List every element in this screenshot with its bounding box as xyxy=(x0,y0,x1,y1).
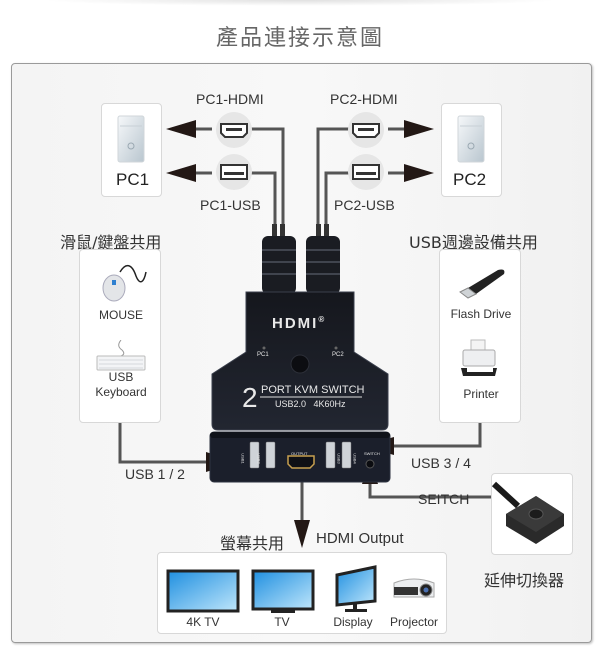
hdmi-port-icon xyxy=(352,123,380,138)
page-title: 產品連接示意圖 xyxy=(215,26,384,51)
port-label-switch: SWITCH xyxy=(364,451,380,456)
usb-port-icon xyxy=(220,164,248,180)
arrow-icon xyxy=(166,164,196,182)
output-device-card: 4K TV TV Display Projector xyxy=(157,552,447,634)
device-label-tv: TV xyxy=(274,615,290,629)
usb-port-bubble xyxy=(216,154,252,190)
led-pc2-label: PC2 xyxy=(332,352,344,358)
right-group-heading: USB週邊設備共用 xyxy=(409,233,538,252)
pc2-card: PC2 xyxy=(441,103,502,197)
port-label-usb1: USB1 xyxy=(240,453,246,464)
right-device-card: Flash Drive Printer xyxy=(439,249,521,423)
left-device-card: MOUSE USB Keyboard xyxy=(79,249,161,423)
device-label-projector: Projector xyxy=(389,615,439,629)
wire-pc2-hdmi xyxy=(316,127,352,232)
pc1-usb-label: PC1-USB xyxy=(200,197,261,213)
pc2-usb-label: PC2-USB xyxy=(334,197,395,213)
remote-switch-icon xyxy=(491,481,564,544)
tv-icon xyxy=(251,569,315,613)
printer-label: Printer xyxy=(463,387,499,401)
wire-pc1-usb xyxy=(248,171,277,232)
wire-switch xyxy=(368,480,495,499)
pc2-label: PC2 xyxy=(453,170,487,189)
switch-jack xyxy=(365,459,375,469)
arrow-icon xyxy=(404,120,434,138)
usb-port-bubble xyxy=(348,154,384,190)
port-label-usb4: USB4 xyxy=(352,453,358,464)
pc-tower-icon xyxy=(117,115,145,163)
switch-model: PORT KVM SWITCH xyxy=(261,384,365,396)
left-group-heading: 滑鼠/鍵盤共用 xyxy=(60,233,162,252)
arrow-icon xyxy=(166,120,196,138)
flash-drive-label: Flash Drive xyxy=(450,307,512,321)
usb-port-3 xyxy=(325,441,336,469)
wire-usb34 xyxy=(390,422,482,448)
printer-icon xyxy=(461,339,497,376)
wire-usb12 xyxy=(118,422,210,464)
keyboard-label-line1: USB xyxy=(108,370,134,384)
hdmi-logo: HDMI® xyxy=(272,315,326,332)
wire-pc1-hdmi xyxy=(248,127,285,232)
output-heading: HDMI Output xyxy=(316,530,404,547)
switch-big-number: 2 xyxy=(242,382,258,413)
arrow-icon xyxy=(404,164,434,182)
registered-mark: ® xyxy=(318,315,327,324)
pc1-hdmi-label: PC1-HDMI xyxy=(196,91,264,107)
hdmi-logo-text: HDMI xyxy=(272,315,319,332)
keyboard-icon xyxy=(96,340,146,371)
remote-caption: 延伸切換器 xyxy=(484,571,565,590)
led-pc1-label: PC1 xyxy=(257,352,269,358)
pc2-hdmi-label: PC2-HDMI xyxy=(330,91,398,107)
hdmi-output-port xyxy=(287,455,315,469)
port-label-usb3: USB3 xyxy=(336,453,342,464)
port-label-output: OUTPUT xyxy=(291,451,308,456)
pc1-label: PC1 xyxy=(116,170,150,189)
hdmi-port-icon xyxy=(220,123,248,138)
flash-drive-icon xyxy=(459,269,505,299)
kvm-switch-body xyxy=(209,224,391,483)
usb-port-2 xyxy=(265,441,276,469)
cable-strain-relief-1 xyxy=(262,236,296,294)
cable-strain-relief-2 xyxy=(306,236,340,294)
pc-tower-icon xyxy=(457,115,485,163)
top-shadow xyxy=(40,0,560,6)
usb-port-1 xyxy=(249,441,260,469)
remote-switch-card xyxy=(491,473,573,555)
projector-icon xyxy=(393,578,435,598)
device-label-display: Display xyxy=(333,615,373,629)
usb34-label: USB 3 / 4 xyxy=(411,455,471,471)
pc1-card: PC1 xyxy=(101,103,162,197)
hdmi-port-bubble xyxy=(348,112,384,148)
wire-pc2-usb xyxy=(324,171,352,232)
monitor-icon xyxy=(335,565,377,612)
tv-4k-icon xyxy=(166,569,240,613)
usb12-label: USB 1 / 2 xyxy=(125,466,185,482)
output-heading-cjk: 螢幕共用 xyxy=(220,534,285,553)
hdmi-port-bubble xyxy=(216,112,252,148)
keyboard-label-line2: Keyboard xyxy=(95,385,147,399)
usb-port-icon xyxy=(352,164,380,180)
usb-port-4 xyxy=(341,441,352,469)
mouse-label: MOUSE xyxy=(98,308,143,322)
arrow-icon xyxy=(294,520,310,548)
device-label-4ktv: 4K TV xyxy=(186,615,220,629)
port-label-usb2: USB2 xyxy=(256,453,262,464)
switch-cable-label: SEITCH xyxy=(418,491,470,507)
mouse-icon xyxy=(102,264,147,302)
switch-spec: USB2.0 4K60Hz xyxy=(275,399,346,409)
